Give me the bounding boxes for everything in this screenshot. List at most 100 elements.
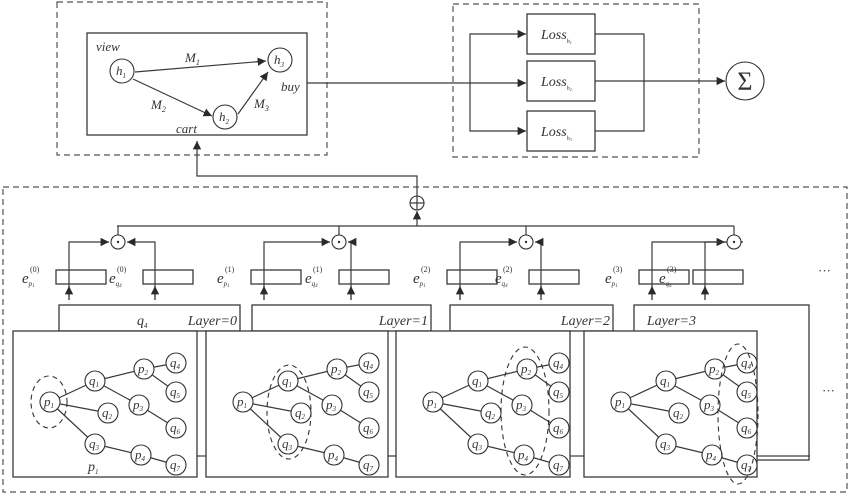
embedding-p-layer-2: ep1(2): [413, 265, 498, 289]
layers-group: Layer=0p1q1q2q3p2p3p4q4q5q6q7ep1(0)eq4(0…: [12, 226, 810, 485]
svg-text:ep1: ep1: [22, 271, 35, 289]
svg-text:q5: q5: [553, 384, 564, 400]
tree-node-q7: q7: [736, 454, 758, 476]
tree-node-p3: p3: [511, 394, 533, 416]
sigma-symbol: Σ: [737, 67, 752, 96]
edge-label-m2: M2: [150, 97, 166, 114]
tree-node-p2: p2: [326, 358, 348, 380]
svg-text:q5: q5: [363, 384, 374, 400]
embedding-q-layer-2: eq4(2): [495, 265, 580, 289]
tree-node-p4: p4: [701, 444, 723, 466]
svg-text:q1: q1: [660, 373, 670, 389]
behavior-label-cart: cart: [176, 121, 197, 136]
svg-text:p2: p2: [520, 361, 532, 377]
svg-text:q4: q4: [363, 355, 374, 371]
product-node-3: [726, 226, 742, 250]
svg-text:q5: q5: [170, 384, 181, 400]
svg-text:q6: q6: [363, 420, 374, 436]
svg-text:q7: q7: [741, 457, 752, 473]
highlight-ellipse-0: [30, 375, 68, 429]
tree-node-p3: p3: [128, 394, 150, 416]
loss-panel: Lossh1 Lossh2 Lossh3: [307, 3, 725, 158]
embedding-q-layer-0: eq4(0): [109, 265, 194, 289]
edge-h2-h3: [237, 71, 269, 115]
svg-text:eq4: eq4: [659, 271, 672, 289]
tree-node-q4: q4: [165, 352, 187, 374]
svg-text:(3): (3): [667, 265, 677, 274]
tree-node-q1: q1: [467, 370, 489, 392]
tree-node-p2: p2: [704, 358, 726, 380]
embedding-q-layer-1: eq4(1): [305, 265, 390, 289]
layer-graph-box-2: [395, 330, 571, 478]
tree-node-q3: q3: [277, 433, 299, 455]
svg-text:p4: p4: [327, 447, 339, 463]
svg-text:p1: p1: [236, 394, 247, 410]
edge-label-m3: M3: [253, 96, 269, 113]
svg-text:p1: p1: [43, 394, 54, 410]
tree-node-p1: p1: [232, 391, 254, 413]
svg-text:eq4: eq4: [495, 271, 508, 289]
sum-circle: [725, 61, 765, 101]
svg-text:q7: q7: [553, 457, 564, 473]
tree-node-q2: q2: [480, 402, 502, 424]
svg-text:p3: p3: [703, 397, 715, 413]
svg-text:h2: h2: [219, 109, 230, 126]
tree-node-p1: p1: [39, 391, 61, 413]
embedding-p-layer-1: ep1(1): [217, 265, 302, 289]
tree-node-p2: p2: [516, 358, 538, 380]
svg-text:q1: q1: [282, 373, 292, 389]
svg-text:(1): (1): [225, 265, 235, 274]
svg-text:q3: q3: [472, 436, 483, 452]
layer-panel-0: Layer=0p1q1q2q3p2p3p4q4q5q6q7ep1(0)eq4(0…: [12, 226, 241, 478]
svg-text:eq4: eq4: [109, 271, 122, 289]
layer-label-0: Layer=0: [187, 314, 237, 329]
svg-text:q2: q2: [295, 405, 306, 421]
svg-text:p2: p2: [708, 361, 720, 377]
product-node-2: [518, 226, 534, 250]
node-h1: h1: [109, 58, 135, 84]
svg-text:h3: h3: [274, 52, 285, 69]
layer-label-1: Layer=1: [378, 314, 428, 329]
layer-panel-1: Layer=1p1q1q2q3p2p3p4q4q5q6q7ep1(1)eq4(1…: [205, 226, 432, 478]
tree-node-q7: q7: [165, 454, 187, 476]
tree-node-p4: p4: [513, 444, 535, 466]
svg-text:q6: q6: [741, 420, 752, 436]
loss-merge-line: [595, 33, 645, 132]
svg-text:q2: q2: [102, 405, 113, 421]
svg-text:q7: q7: [363, 457, 374, 473]
svg-text:q1: q1: [472, 373, 482, 389]
svg-text:q4: q4: [170, 355, 181, 371]
layer0-source-label: p1: [87, 460, 99, 476]
loss-box-h2: Lossh2: [526, 60, 596, 102]
svg-text:p1: p1: [426, 394, 437, 410]
tree-node-p4: p4: [130, 444, 152, 466]
tree-node-p3: p3: [699, 394, 721, 416]
propagation-dashed-frame: [2, 186, 848, 493]
edge-h1-h3: [134, 57, 267, 73]
tree-node-q6: q6: [358, 417, 380, 439]
svg-text:q5: q5: [741, 384, 752, 400]
emb-p-to-product-0: [68, 237, 109, 300]
tree-node-q3: q3: [467, 433, 489, 455]
layer-label-3: Layer=3: [646, 314, 696, 329]
tree-node-q1: q1: [84, 370, 106, 392]
svg-text:ep1: ep1: [217, 271, 230, 289]
svg-text:p4: p4: [134, 447, 146, 463]
node-h2: h2: [212, 104, 238, 130]
tree-node-q3: q3: [84, 433, 106, 455]
svg-text:p4: p4: [705, 447, 717, 463]
embedding-p-layer-3: ep1 (3): [605, 265, 690, 289]
svg-text:ep1: ep1: [413, 271, 426, 289]
embedding-p-layer-0: ep1(0): [22, 265, 107, 289]
behavior-graph-box: [86, 32, 308, 136]
tree-node-q6: q6: [548, 417, 570, 439]
svg-text:ep1: ep1: [605, 271, 618, 289]
aggregate-to-cart-line: [192, 141, 418, 197]
svg-text:p2: p2: [137, 361, 149, 377]
edge-label-m1: M1: [184, 50, 200, 67]
emb-p-to-product-1: [263, 237, 330, 300]
layer-graph-box-3: [583, 330, 758, 478]
svg-text:p4: p4: [517, 447, 529, 463]
tree-node-q1: q1: [277, 370, 299, 392]
